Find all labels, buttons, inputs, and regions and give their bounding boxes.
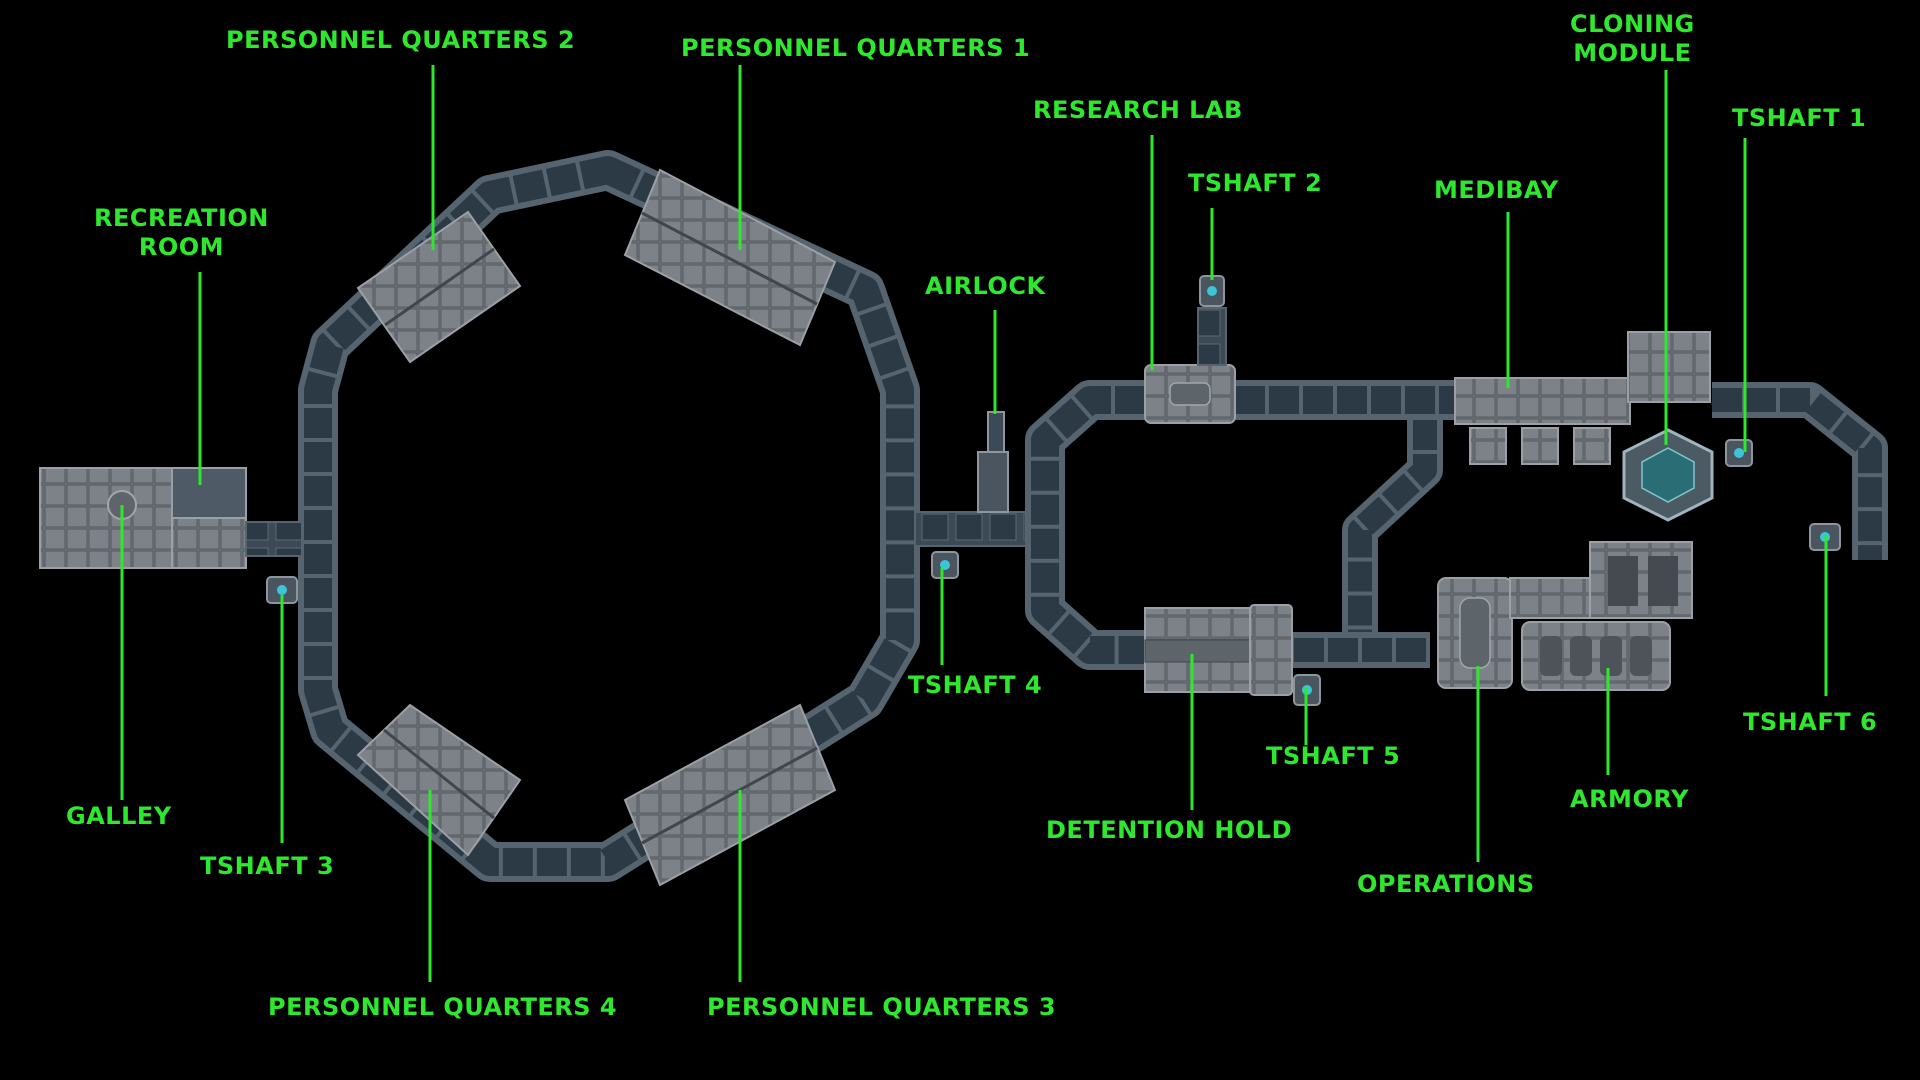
label-tshaft-5: TSHAFT 5 — [1266, 742, 1401, 770]
label-airlock: AIRLOCK — [925, 272, 1046, 300]
label-personnel-quarters-3: PERSONNEL QUARTERS 3 — [707, 993, 1057, 1021]
label-tshaft-6: TSHAFT 6 — [1743, 708, 1878, 736]
label-tshaft-1: TSHAFT 1 — [1732, 104, 1867, 132]
tshaft-4-node — [931, 551, 959, 579]
central-link-corridor — [914, 511, 1031, 547]
label-cloning-module: CLONING MODULE — [1570, 10, 1695, 67]
research-lab-room — [1144, 364, 1236, 424]
leader-lines — [120, 65, 1828, 982]
label-recreation-room: RECREATION ROOM — [94, 204, 269, 261]
tshaft-2-corridor — [1197, 307, 1227, 366]
operations-room — [1437, 541, 1693, 689]
ring-corridor — [298, 150, 920, 882]
label-personnel-quarters-2: PERSONNEL QUARTERS 2 — [226, 26, 576, 54]
tshaft-3-node — [266, 576, 298, 604]
label-research-lab: RESEARCH LAB — [1033, 96, 1243, 124]
detention-hold-room — [1144, 604, 1293, 696]
armory-room — [1521, 621, 1671, 691]
label-armory: ARMORY — [1570, 785, 1689, 813]
label-detention-hold: DETENTION HOLD — [1046, 816, 1293, 844]
airlock-node — [977, 411, 1009, 513]
tshaft-2-node — [1199, 275, 1225, 307]
label-medibay: MEDIBAY — [1434, 176, 1559, 204]
pq2-room — [356, 210, 522, 364]
label-tshaft-3: TSHAFT 3 — [200, 852, 335, 880]
pq3-room — [623, 703, 837, 887]
galley-room — [39, 467, 173, 569]
label-personnel-quarters-4: PERSONNEL QUARTERS 4 — [268, 993, 618, 1021]
label-tshaft-2: TSHAFT 2 — [1188, 169, 1323, 197]
label-operations: OPERATIONS — [1357, 870, 1535, 898]
recreation-room — [171, 467, 247, 569]
galley-link-corridor — [245, 521, 303, 557]
cloning-module-room — [1622, 331, 1714, 522]
label-galley: GALLEY — [66, 802, 172, 830]
medibay-room — [1454, 377, 1631, 465]
tshaft-1-node — [1725, 439, 1753, 467]
east-loop-corridor — [1025, 380, 1888, 670]
label-tshaft-4: TSHAFT 4 — [908, 671, 1043, 699]
pq1-room — [623, 168, 837, 347]
label-personnel-quarters-1: PERSONNEL QUARTERS 1 — [681, 34, 1031, 62]
